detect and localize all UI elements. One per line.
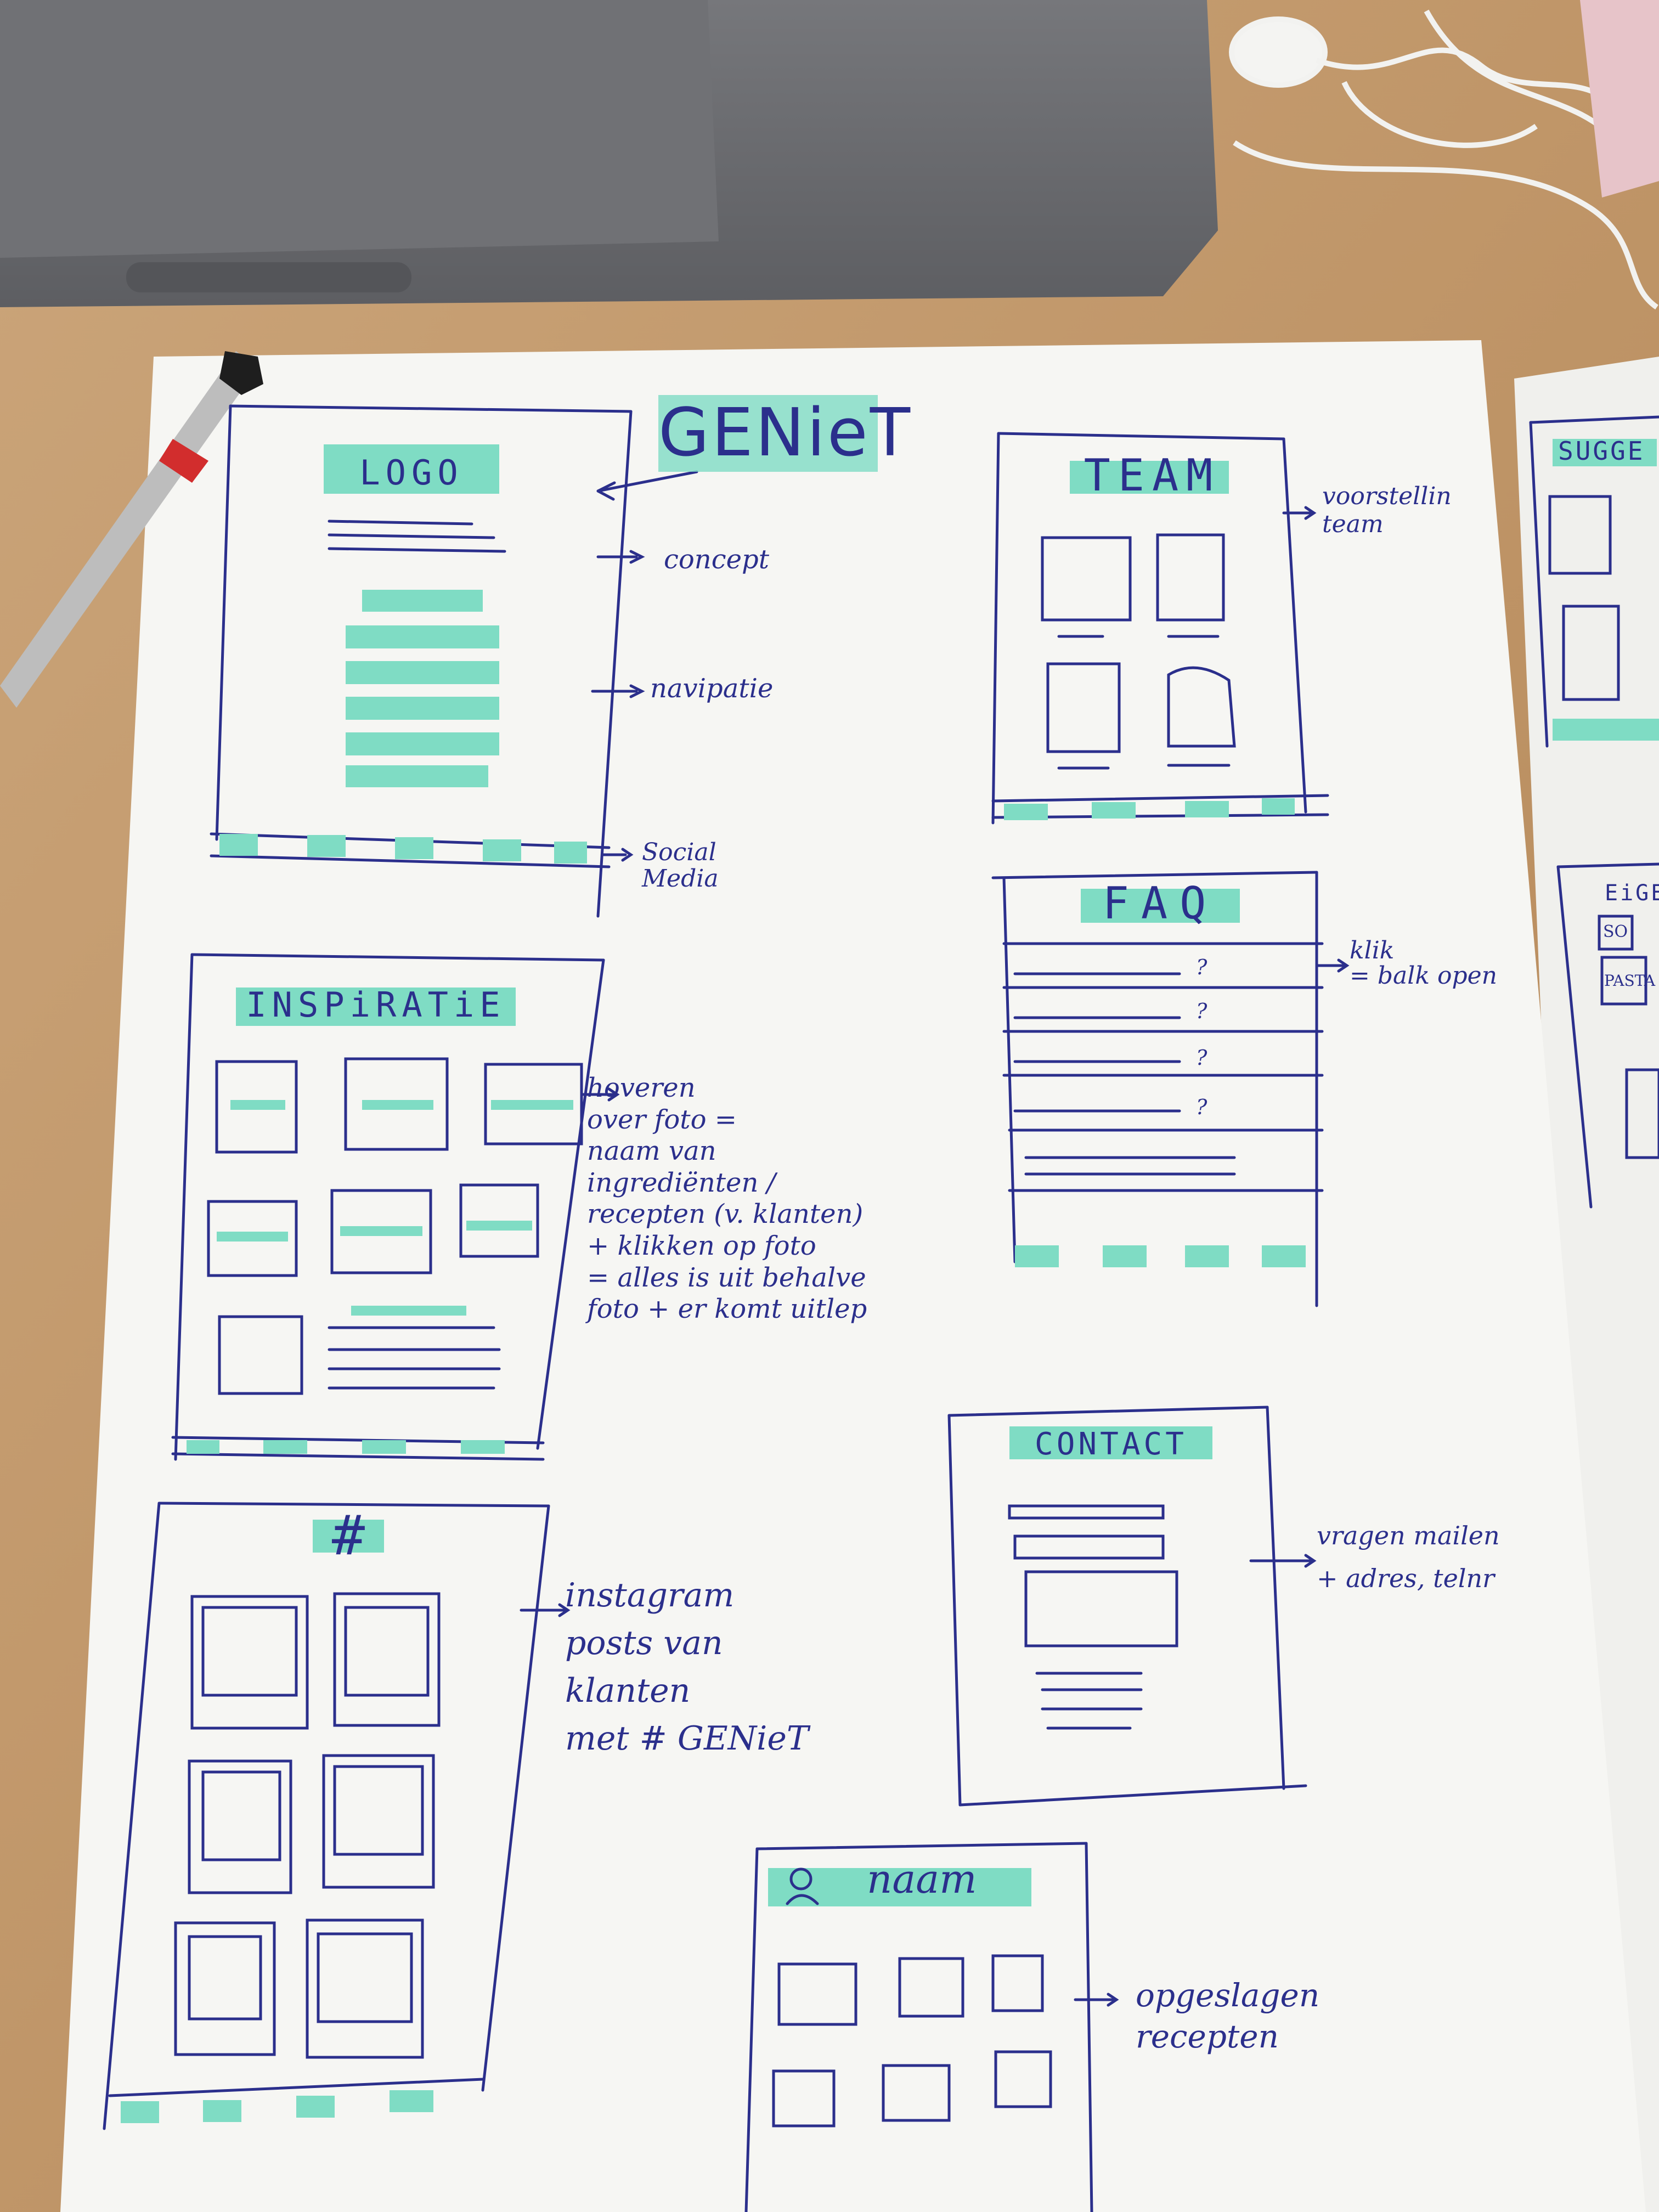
annotation-team: voorstellin team bbox=[1322, 482, 1452, 538]
wireframe-account bbox=[744, 1842, 1119, 2212]
wireframe-team bbox=[991, 432, 1329, 825]
paper-sheet bbox=[60, 340, 1646, 2212]
faq-question-mark: ? bbox=[1196, 999, 1207, 1023]
wireframe-hashtag bbox=[103, 1502, 571, 2130]
faq-question-mark: ? bbox=[1196, 1046, 1207, 1070]
faq-question-mark: ? bbox=[1196, 1095, 1207, 1119]
hashtag-title: # bbox=[331, 1503, 365, 1567]
annotation-hashtag: instagram posts van klanten met # GENieT bbox=[565, 1576, 809, 1758]
faq-question-mark: ? bbox=[1196, 955, 1207, 979]
team-title: TEAM bbox=[1084, 450, 1221, 501]
eigen-label-so: SO bbox=[1603, 922, 1628, 941]
second-sheet bbox=[1514, 357, 1659, 2212]
contact-title: CONTACT bbox=[1034, 1426, 1187, 1462]
wireframe-faq bbox=[991, 871, 1350, 1307]
account-title: naam bbox=[867, 1856, 977, 1902]
annotation-social-media: Social Media bbox=[642, 838, 719, 893]
wireframe-suggesties bbox=[1529, 415, 1659, 748]
annotation-inspiratie: hoveren over foto = naam van ingrediënte… bbox=[587, 1073, 867, 1325]
annotation-faq: klik = balk open bbox=[1350, 936, 1498, 990]
pink-case bbox=[1580, 0, 1659, 198]
eigen-label-pasta: PASTA bbox=[1604, 972, 1656, 990]
wireframe-home bbox=[210, 404, 698, 918]
pen bbox=[0, 351, 263, 708]
inspiratie-title: INSPiRATiE bbox=[246, 985, 506, 1025]
main-title: GENieT bbox=[658, 395, 913, 471]
eigen-title: EiGE bbox=[1605, 881, 1659, 906]
annotation-account: opgeslagen recepten bbox=[1136, 1977, 1320, 2056]
annotation-navigatie: navipatie bbox=[650, 673, 774, 704]
wireframe-eigen bbox=[1556, 862, 1659, 1209]
annotation-concept: concept bbox=[664, 544, 769, 575]
home-title: LOGO bbox=[359, 453, 464, 493]
annotation-contact: vragen mailen + adres, telnr bbox=[1317, 1521, 1500, 1594]
laptop bbox=[0, 0, 1218, 307]
suggesties-title: SUGGE bbox=[1558, 436, 1645, 466]
wireframe-contact bbox=[947, 1406, 1317, 1807]
faq-title: FAQ bbox=[1102, 878, 1218, 929]
main-title-highlight bbox=[658, 395, 878, 472]
wireframe-inspiratie bbox=[171, 953, 620, 1461]
